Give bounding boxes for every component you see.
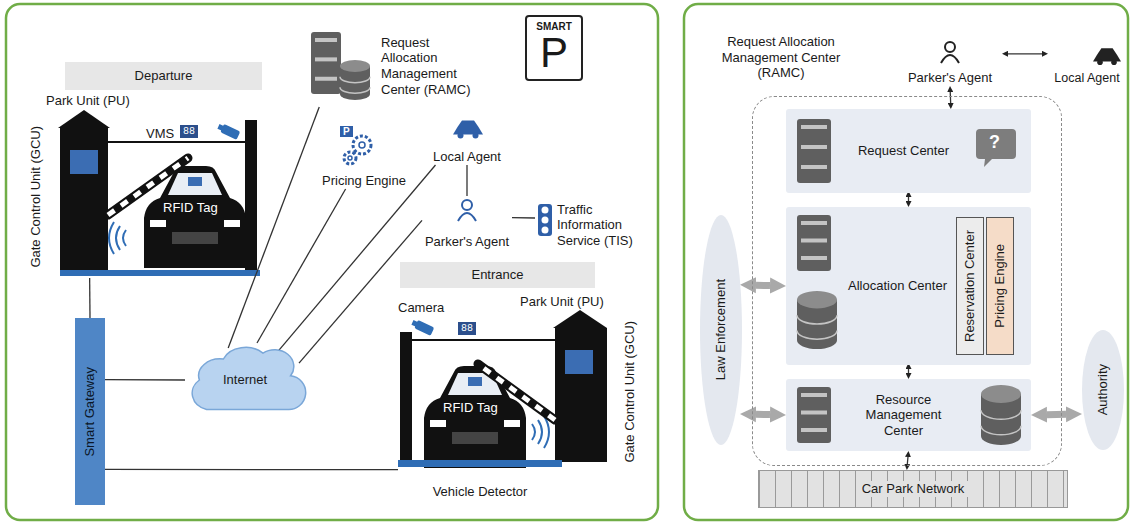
agent-node: Local Agent xyxy=(422,115,512,165)
node-label: Authority xyxy=(1095,364,1111,415)
agent-node: Local Agent xyxy=(1048,40,1126,86)
node-label: Request Allocation Management Center (RA… xyxy=(381,35,483,97)
node-label: Reservation Center xyxy=(962,230,978,342)
connector xyxy=(512,217,535,219)
connector xyxy=(279,165,436,351)
connector xyxy=(89,278,91,318)
system-boundary: Request Allocation Management Center (RA… xyxy=(752,96,1062,466)
node-label: Departure xyxy=(135,68,193,84)
connector xyxy=(105,379,185,381)
service-node: Traffic Information Service (TIS) xyxy=(535,198,645,252)
module-box: Pricing Engine xyxy=(986,217,1014,355)
part-label: Park Unit (PU) xyxy=(520,294,604,309)
gate-control-unit: Gate Control Unit (GCU) xyxy=(552,312,640,472)
actor-ellipse: Law Enforcement xyxy=(700,215,742,445)
connector xyxy=(299,220,422,363)
display-digits: 88 xyxy=(180,125,198,138)
block-arrow xyxy=(756,411,770,418)
car xyxy=(424,366,526,468)
node-label: Resource Management Center xyxy=(846,392,961,439)
part-label: VMS xyxy=(146,126,174,141)
part-label: RFID Tag xyxy=(163,200,218,215)
connector xyxy=(1008,53,1042,54)
node-label: Car Park Network xyxy=(858,481,969,497)
internet-cloud: Internet xyxy=(185,338,305,422)
connector xyxy=(466,165,467,196)
node-label: Pricing Engine xyxy=(992,244,1008,328)
parking-sign: SMARTP xyxy=(525,15,583,81)
connector xyxy=(908,197,909,201)
node-label: Traffic Information Service (TIS) xyxy=(557,202,645,249)
connector xyxy=(257,189,346,343)
rfid-waves xyxy=(109,222,549,448)
process-box: Allocation Center Reservation Center Prici… xyxy=(786,207,1031,365)
departure-gate xyxy=(58,110,260,276)
node-label: Pricing Engine xyxy=(322,173,406,189)
stage-band: Departure xyxy=(65,62,262,90)
connector xyxy=(105,469,398,470)
connector xyxy=(228,107,319,348)
agent-node: Parker's Agent xyxy=(898,40,1002,86)
node-label: Local Agent xyxy=(1054,71,1119,86)
network-band: Car Park Network xyxy=(758,470,1068,508)
process-box: Resource Management Center xyxy=(786,379,1031,451)
connector xyxy=(950,92,952,103)
actor-ellipse: Authority xyxy=(1082,330,1124,450)
block-arrow xyxy=(1047,411,1066,418)
panel xyxy=(6,4,658,520)
panel xyxy=(684,4,1128,520)
node-label: Internet xyxy=(223,372,267,388)
icon-symbol: ? xyxy=(989,132,1000,153)
node-label: Vehicle Detector xyxy=(433,484,528,500)
node-label: Gate Control Unit (GCU) xyxy=(622,321,638,463)
display-digits: 88 xyxy=(458,322,476,335)
node-label: SMART xyxy=(536,22,572,32)
node-label: Local Agent xyxy=(433,149,501,165)
node-label: Gate Control Unit (GCU) xyxy=(28,126,44,268)
server-node: Request Allocation Management Center (RA… xyxy=(305,25,483,107)
node-label: Parker's Agent xyxy=(908,70,992,86)
part-label: Camera xyxy=(398,300,444,315)
node-label: Smart Gateway xyxy=(82,367,98,457)
part-label: Park Unit (PU) xyxy=(46,93,130,108)
gateway-bar: Smart Gateway xyxy=(75,318,105,505)
gate-control-unit: Gate Control Unit (GCU) xyxy=(26,116,112,278)
node-label: Law Enforcement xyxy=(713,279,729,380)
detector-node: Vehicle Detector xyxy=(398,460,562,500)
part-label: RFID Tag xyxy=(443,400,498,415)
node-label: Entrance xyxy=(471,267,523,283)
stage-band: Entrance xyxy=(400,262,595,288)
node-label: Allocation Center xyxy=(848,278,947,294)
connector xyxy=(907,457,909,464)
connector xyxy=(908,369,909,373)
node-label: Parker's Agent xyxy=(425,234,509,250)
node-label: Request Allocation Management Center (RA… xyxy=(699,33,863,82)
node-label: Request Center xyxy=(858,143,949,159)
icon-badge: P xyxy=(340,126,353,137)
node-label: P xyxy=(540,32,568,74)
engine-node: Pricing Engine xyxy=(318,125,410,189)
module-box: Reservation Center xyxy=(956,217,984,355)
agent-node: Parker's Agent xyxy=(422,196,512,250)
block-arrow xyxy=(756,282,770,289)
